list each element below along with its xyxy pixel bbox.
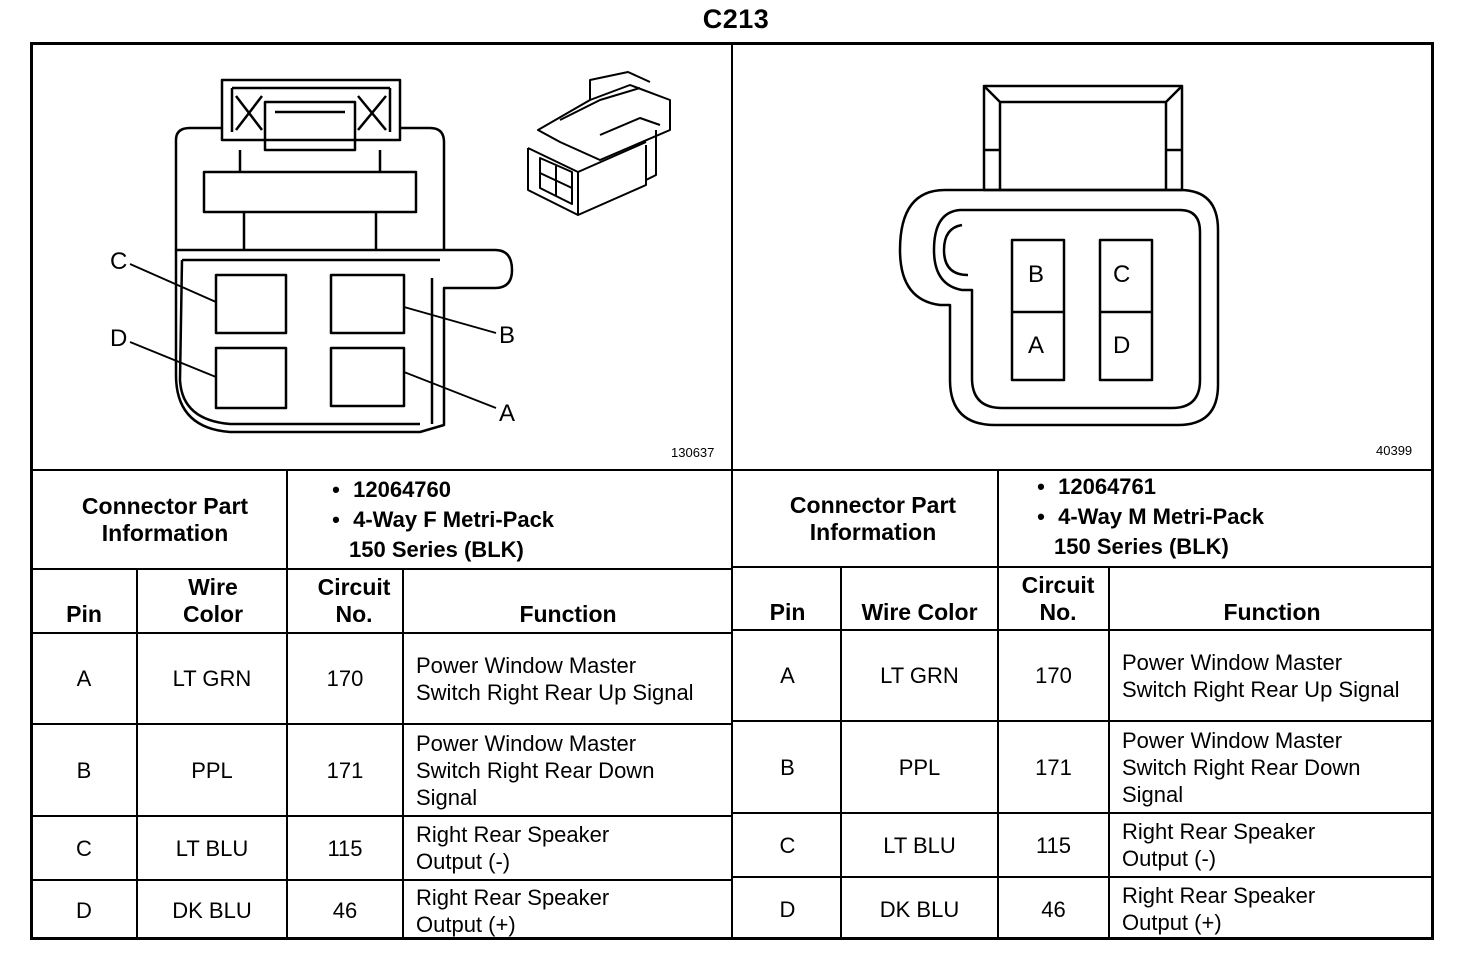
callout-label-a: A <box>499 400 516 427</box>
pin-cell: B <box>76 757 92 783</box>
info-label: Connector Part Information <box>789 491 957 545</box>
circuit-cell: 171 <box>326 757 364 783</box>
part-number: 12064760 <box>353 477 452 502</box>
circuit-cell: 46 <box>332 898 358 923</box>
pin-cell: D <box>76 898 92 923</box>
pin-cell: D <box>779 896 796 922</box>
circuit-cell: 46 <box>1041 896 1066 922</box>
part-info: • 12064761 • 4-Way M Metri-Pack 150 Seri… <box>1030 472 1264 562</box>
table-top-border <box>30 469 1434 471</box>
header-wire-color: Wire Color <box>182 574 244 627</box>
row-border <box>30 723 732 725</box>
row-border <box>733 720 1434 722</box>
wire-color-cell: DK BLU <box>172 898 252 923</box>
header-pin: Pin <box>769 598 806 625</box>
callout-label-d: D <box>110 325 128 352</box>
column-border <box>402 568 404 940</box>
callout-label-c: C <box>110 248 128 275</box>
diagram-number: 40399 <box>1376 443 1413 458</box>
wire-color-cell: LT GRN <box>880 663 959 688</box>
left-connector-diagram: C D B A 130637 <box>33 45 731 469</box>
header-circuit: Circuit No. <box>1021 572 1095 625</box>
column-border <box>840 566 842 940</box>
circuit-cell: 170 <box>1035 663 1072 688</box>
cavity-label-d: D <box>1113 332 1131 359</box>
callout-leader-lines <box>129 263 497 409</box>
function-cell: Right Rear Speaker Output (+) <box>1122 883 1316 935</box>
row-border <box>30 632 732 634</box>
pin-cell: C <box>76 835 92 861</box>
column-border <box>997 469 999 940</box>
connector-isometric-thumbnail <box>527 71 671 216</box>
header-circuit: Circuit No. <box>317 574 391 627</box>
wire-color-cell: PPL <box>898 754 941 780</box>
column-border <box>286 469 288 940</box>
cavity-label-b: B <box>1028 261 1045 288</box>
function-cell: Right Rear Speaker Output (+) <box>416 884 610 937</box>
part-description: 4-Way F Metri-Pack <box>353 507 555 532</box>
part-description-series: 150 Series (BLK) <box>349 537 524 562</box>
pin-cell: C <box>779 832 796 858</box>
pin-cell: A <box>76 666 92 691</box>
header-function: Function <box>519 600 617 627</box>
wire-color-cell: LT BLU <box>175 835 249 861</box>
function-cell: Power Window Master Switch Right Rear Up… <box>416 652 694 705</box>
wire-color-cell: LT GRN <box>172 666 252 691</box>
male-connector-face-drawing <box>898 84 1220 427</box>
part-info: • 12064760 • 4-Way F Metri-Pack 150 Seri… <box>325 475 554 565</box>
row-border <box>30 815 732 817</box>
right-connector-diagram: B C A D 40399 <box>733 45 1431 469</box>
row-border <box>30 879 732 881</box>
center-divider <box>731 42 733 940</box>
info-label: Connector Part Information <box>81 492 249 546</box>
cavity-label-c: C <box>1113 261 1131 288</box>
cavity-label-a: A <box>1028 332 1045 359</box>
header-wire-color: Wire Color <box>861 598 978 625</box>
row-border <box>733 876 1434 878</box>
row-border <box>733 812 1434 814</box>
page-title: C213 <box>702 4 770 34</box>
circuit-cell: 115 <box>1035 832 1072 858</box>
function-cell: Power Window Master Switch Right Rear Do… <box>416 730 655 810</box>
row-border <box>733 629 1434 631</box>
part-description-series: 150 Series (BLK) <box>1054 534 1229 559</box>
column-border <box>136 568 138 940</box>
header-function: Function <box>1223 598 1321 625</box>
callout-label-b: B <box>499 322 516 349</box>
function-cell: Right Rear Speaker Output (-) <box>1122 819 1316 871</box>
circuit-cell: 170 <box>326 666 364 691</box>
circuit-cell: 171 <box>1035 754 1072 780</box>
diagram-number: 130637 <box>671 445 715 460</box>
pin-cell: B <box>780 754 795 780</box>
function-cell: Power Window Master Switch Right Rear Up… <box>1122 649 1400 702</box>
header-top-border <box>30 568 732 570</box>
wire-color-cell: LT BLU <box>883 832 956 858</box>
function-cell: Right Rear Speaker Output (-) <box>416 822 610 874</box>
pin-cell: A <box>780 663 795 688</box>
header-top-border <box>733 566 1434 568</box>
part-number: 12064761 <box>1058 474 1157 499</box>
wire-color-cell: PPL <box>191 757 233 783</box>
female-connector-face-drawing <box>174 78 514 434</box>
column-border <box>1108 566 1110 940</box>
header-pin: Pin <box>66 600 102 627</box>
part-description: 4-Way M Metri-Pack <box>1058 504 1264 529</box>
circuit-cell: 115 <box>327 835 363 861</box>
wire-color-cell: DK BLU <box>879 896 960 922</box>
function-cell: Power Window Master Switch Right Rear Do… <box>1122 727 1361 807</box>
